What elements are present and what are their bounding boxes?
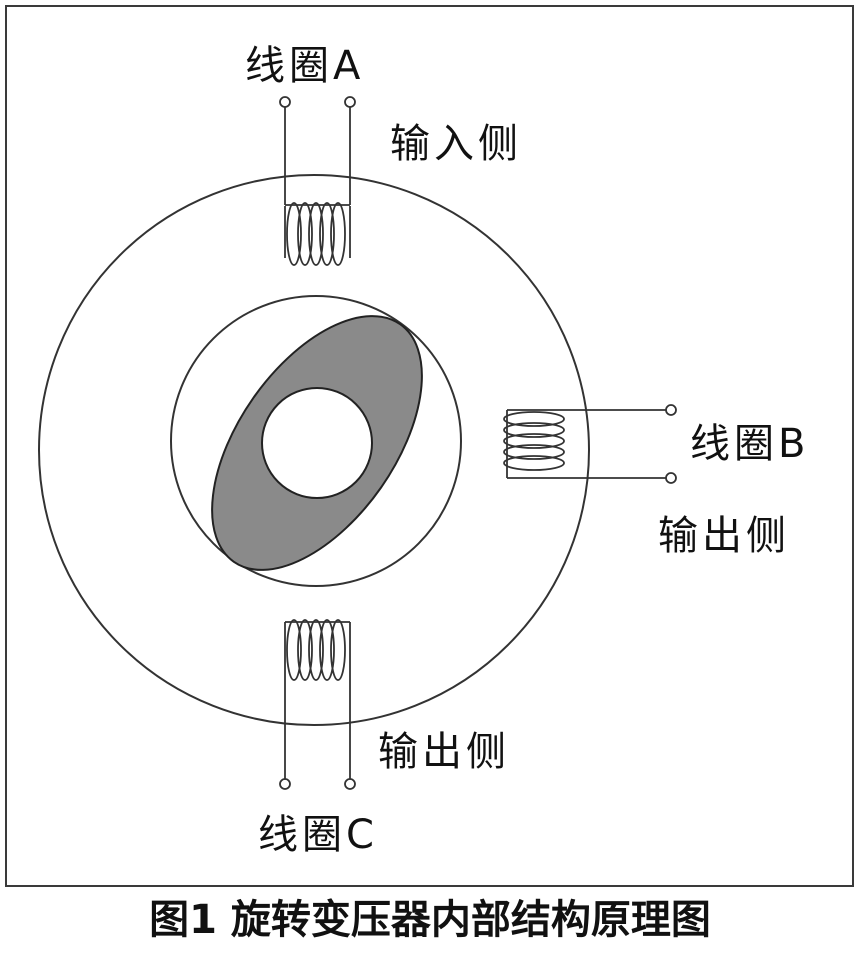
stator-outer-circle <box>38 174 590 726</box>
coil-c <box>279 619 356 790</box>
coil-b-label: 线圈B <box>690 421 810 467</box>
coil-a <box>279 96 356 266</box>
coil-b <box>503 404 677 484</box>
input-side-label: 输入侧 <box>390 121 522 167</box>
output-side-c-label: 输出侧 <box>378 729 510 775</box>
diagram-frame <box>5 5 854 887</box>
coil-c-label: 线圈C <box>258 812 378 858</box>
stator-inner-circle <box>170 295 462 587</box>
rotor-shaft-hole <box>261 387 373 499</box>
output-side-b-label: 输出侧 <box>658 513 790 559</box>
coil-a-label: 线圈A <box>245 43 365 89</box>
figure-caption: 图1 旋转变压器内部结构原理图 <box>149 897 711 943</box>
